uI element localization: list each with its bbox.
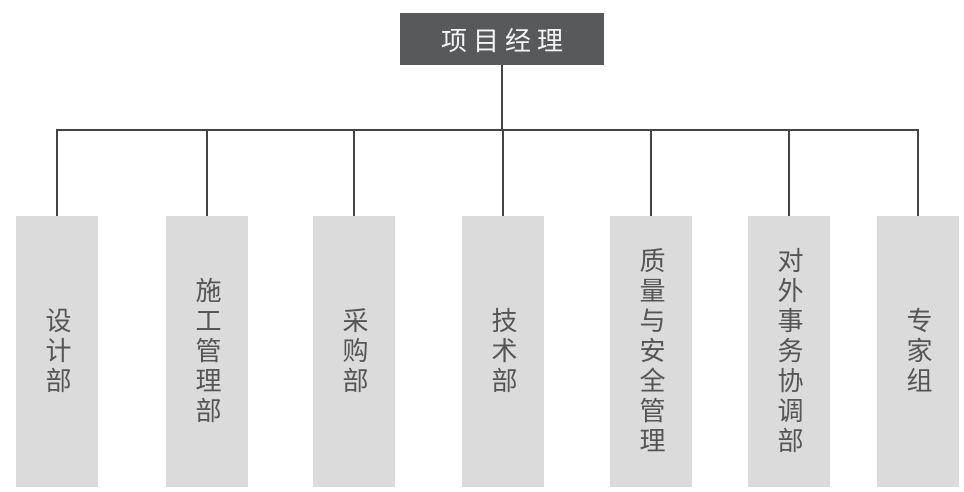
org-node-label: 采购部: [339, 306, 369, 397]
connector-drop-line: [788, 129, 790, 217]
org-node-design-dept: 设计部: [16, 216, 98, 487]
connector-drop-line: [917, 129, 919, 217]
connector-drop-line: [56, 129, 58, 217]
org-node-expert-group: 专家组: [877, 216, 959, 487]
org-node-label: 项目经理: [440, 25, 569, 56]
org-node-label: 设计部: [42, 306, 72, 397]
connector-drop-line: [502, 129, 504, 217]
org-node-label: 质量与安全管理: [636, 246, 666, 457]
org-node-construction-management-dept: 施工管理部: [166, 216, 248, 487]
org-node-external-affairs-coordination-dept: 对外事务协调部: [748, 216, 830, 487]
org-node-procurement-dept: 采购部: [313, 216, 395, 487]
connector-horizontal-bus: [56, 129, 919, 131]
connector-drop-line: [650, 129, 652, 217]
org-node-quality-safety-management: 质量与安全管理: [610, 216, 692, 487]
connector-drop-line: [206, 129, 208, 217]
connector-drop-line: [353, 129, 355, 217]
connector-stem: [501, 65, 503, 130]
org-node-label: 对外事务协调部: [774, 246, 804, 457]
org-node-project-manager: 项目经理: [400, 13, 604, 65]
org-node-label: 专家组: [903, 306, 933, 397]
org-node-technical-dept: 技术部: [462, 216, 544, 487]
org-node-label: 技术部: [488, 306, 518, 397]
org-node-label: 施工管理部: [192, 276, 222, 427]
